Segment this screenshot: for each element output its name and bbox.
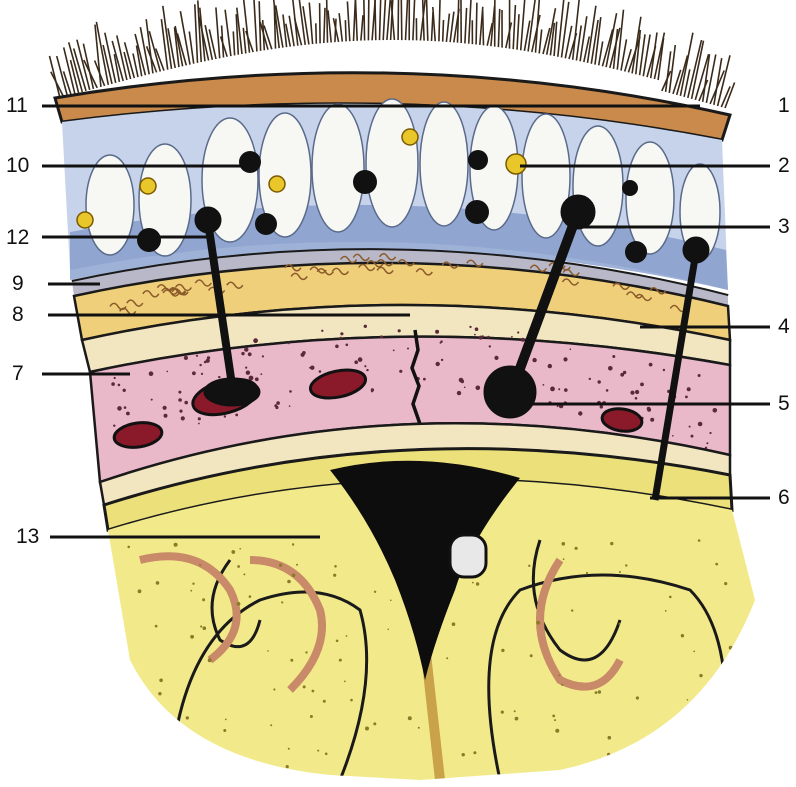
label-10: 10: [6, 155, 29, 177]
label-12: 12: [6, 227, 29, 249]
label-11: 11: [6, 95, 28, 117]
label-5: 5: [778, 393, 790, 415]
arachnoid-granulation: [450, 535, 486, 577]
label-13: 13: [16, 526, 39, 548]
label-6: 6: [778, 487, 790, 509]
label-8: 8: [12, 304, 24, 326]
label-2: 2: [778, 155, 790, 177]
label-3: 3: [778, 216, 790, 238]
label-9: 9: [12, 273, 24, 295]
label-7: 7: [12, 363, 24, 385]
label-4: 4: [778, 316, 790, 338]
label-1: 1: [778, 95, 790, 117]
